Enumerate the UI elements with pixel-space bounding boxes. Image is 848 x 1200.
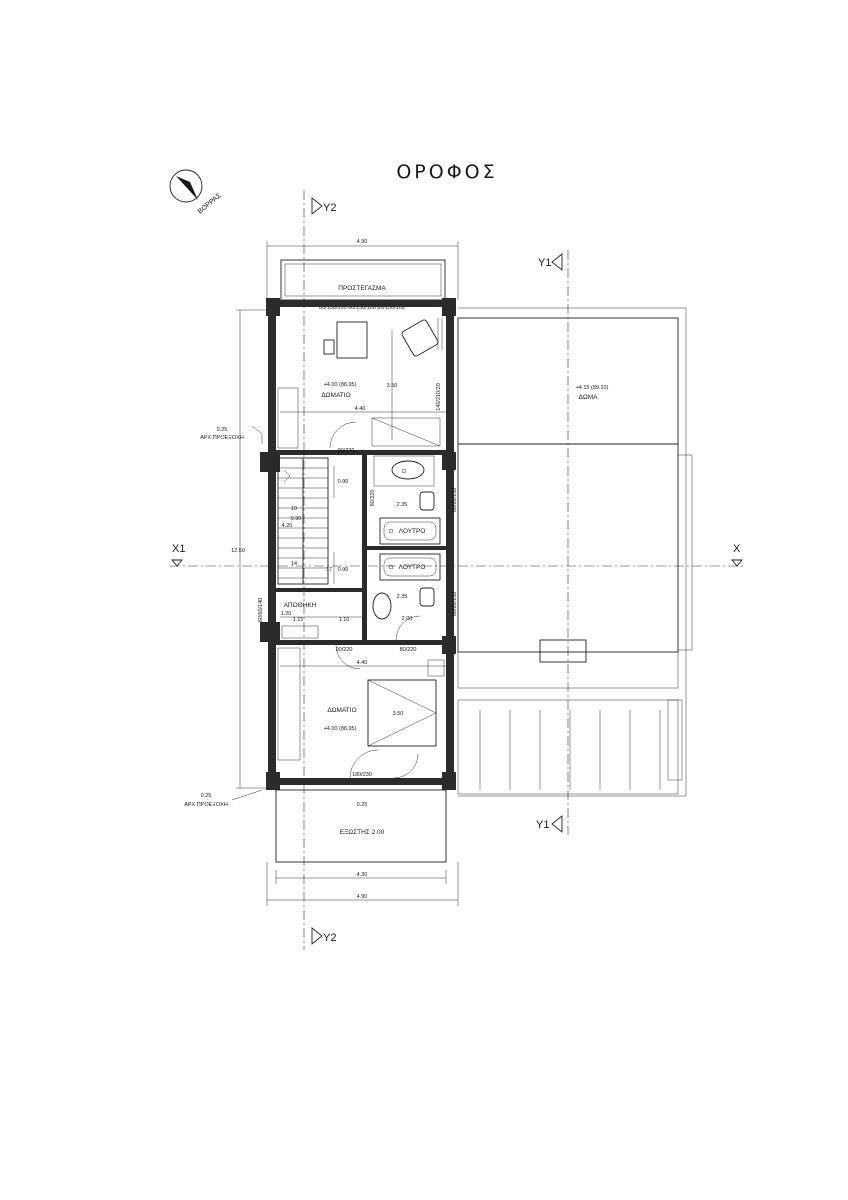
- dim-balcony-door: 180/230: [352, 772, 372, 778]
- dim-c: 2.00: [402, 616, 413, 622]
- room-bedroom-top: ΔΩΜΑΤΙΟ: [321, 392, 350, 399]
- dim-bath-win-2: 60/60/150: [452, 592, 458, 616]
- room-bath-1: ΛΟΥΤΡΟ: [399, 528, 426, 535]
- dim-bedroom-width-top: 4.40: [355, 406, 366, 412]
- dim-bath-win-1: 60/60/150: [452, 488, 458, 512]
- section-x1-left: X1: [172, 543, 185, 555]
- bedroom-top-level: +4.00 (88.95): [324, 382, 357, 388]
- dim-storage-win: 60/60/140: [258, 598, 264, 622]
- dim-door-bottom-1: 90/220: [336, 647, 353, 653]
- room-storage: ΑΠΟΘΗΚΗ: [284, 602, 317, 609]
- proj-top-value: 0.25: [217, 427, 228, 433]
- armchair-icon: [401, 319, 439, 357]
- drawing-title: ΟΡΟΦΟΣ: [396, 161, 497, 183]
- section-arrow-icon: [311, 197, 323, 215]
- chair-icon: [323, 339, 335, 355]
- dim-stair-len: 4.20: [282, 523, 293, 529]
- door-swing: [395, 615, 421, 641]
- dim-a: 1.15: [293, 617, 304, 623]
- roof-level: +4.15 (89.10): [576, 385, 609, 391]
- lower-roof-area: [457, 699, 679, 795]
- room-bedroom-bottom: ΔΩΜΑΤΙΟ: [327, 707, 356, 714]
- toilet-icon: [419, 587, 435, 607]
- north-arrow-icon: [169, 169, 203, 203]
- section-y2-bottom: Y2: [323, 932, 336, 944]
- dim-top-width: 4.90: [357, 239, 368, 245]
- dim-bath-2: 2.35: [397, 594, 408, 600]
- dim-bedroom-bottom-height: 3.50: [393, 711, 404, 717]
- door-swing: [329, 421, 357, 449]
- door-swing: [393, 753, 419, 779]
- section-arrow-icon: [731, 559, 743, 567]
- dim-stair-w3: 0.90: [338, 567, 349, 573]
- section-y1-bottom: Y1: [536, 819, 549, 831]
- wardrobe-top: [277, 387, 299, 449]
- section-y2-top: Y2: [323, 202, 336, 214]
- dim-door-bottom-2: 80/220: [400, 647, 417, 653]
- stair-step-b: 14: [291, 561, 297, 567]
- dim-windows-top: 80/130/100 80/130/100 80/130/100: [319, 305, 405, 311]
- desk-icon: [336, 321, 368, 359]
- section-arrow-icon: [551, 253, 563, 271]
- sink-icon: [372, 592, 392, 620]
- section-arrow-icon: [171, 559, 183, 567]
- dim-total-length: 12.50: [231, 548, 245, 554]
- dim-stair-w2: 0.90: [291, 516, 302, 522]
- proj-top-label: ΑΡΧ.ΠΡΟΕΞΟΧΗ: [200, 435, 244, 441]
- dim-door-top: 90/220: [338, 448, 355, 454]
- dim-bottom-outer: 4.90: [357, 894, 368, 900]
- bedroom-bottom-level: +4.00 (88.95): [324, 726, 357, 732]
- room-bath-2: ΛΟΥΤΡΟ: [399, 564, 426, 571]
- dim-stair-w1: 0.90: [338, 479, 349, 485]
- north-label: ΒΟΡΡΑΣ: [197, 192, 223, 216]
- dim-bottom-inner: 4.30: [357, 872, 368, 878]
- balcony: [275, 789, 447, 863]
- wardrobe-bottom: [277, 647, 301, 761]
- room-roof: ΔΩΜΑ: [579, 394, 599, 401]
- dim-bedroom-width-bottom: 4.40: [357, 660, 368, 666]
- stair-step-c: 17: [326, 567, 332, 573]
- room-balcony: ΕΞΩΣΤΗΣ 2.00: [340, 829, 385, 836]
- wall-south: [268, 778, 454, 785]
- bathtub-1: [379, 517, 441, 545]
- wall-north: [268, 300, 454, 307]
- section-arrow-icon: [311, 927, 323, 945]
- sink-icon: [391, 460, 425, 480]
- room-canopy: ΠΡΟΣΤΕΓΑΣΜΑ: [338, 285, 386, 292]
- proj-bottom-label: ΑΡΧ.ΠΡΟΕΞΟΧΗ: [184, 802, 228, 808]
- section-x1-right: X: [733, 543, 741, 555]
- dim-storage-h: 1.20: [281, 611, 292, 617]
- dim-door-bath-1: 80/220: [370, 490, 376, 507]
- door-swing: [349, 749, 379, 779]
- wall-east: [446, 300, 454, 784]
- bathtub-2: [379, 553, 441, 581]
- dim-bath-1: 2.35: [397, 502, 408, 508]
- section-y1-top: Y1: [538, 257, 551, 269]
- dim-b: 1.10: [339, 617, 350, 623]
- door-swing: [335, 644, 361, 670]
- canopy-outline: [280, 259, 446, 301]
- toilet-icon: [419, 491, 435, 511]
- stair-step-a: 10: [291, 506, 297, 512]
- dim-balcony-proj: 0.25: [357, 802, 368, 808]
- wall-west: [268, 300, 276, 784]
- dim-window-side: 140/210/20: [436, 383, 442, 411]
- section-arrow-icon: [551, 815, 563, 833]
- proj-bottom-value: 0.25: [201, 793, 212, 799]
